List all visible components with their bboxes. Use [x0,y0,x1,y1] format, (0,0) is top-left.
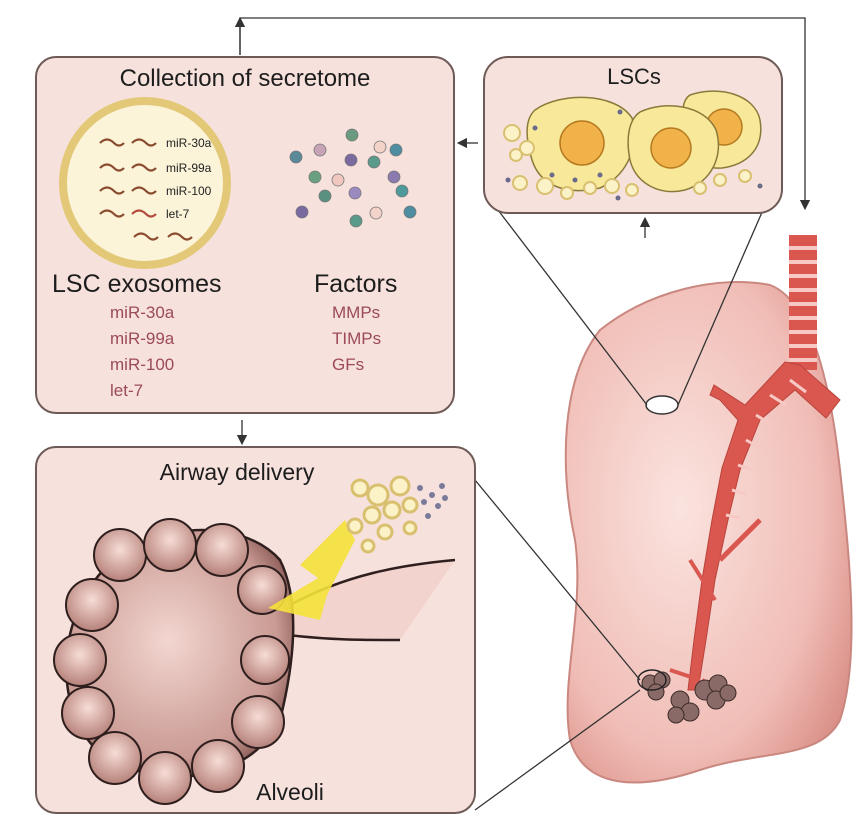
alveoli [53,518,456,805]
mirna-list-item: miR-100 [110,355,174,374]
factor-spray [417,483,448,519]
secreted-particles [505,109,763,201]
zoom-lines [474,209,764,811]
factor-list-item: GFs [332,355,364,374]
stem-cells [526,90,762,193]
factors-heading: Factors [314,270,397,298]
mirna-list-item: miR-99a [110,329,175,348]
lung-zoom-region [645,395,679,415]
vesicle-mirna-label: let-7 [166,207,190,221]
exosome-vesicle: miR-30a miR-99a miR-100 let-7 [59,97,231,269]
mirna-strands [99,138,193,241]
delivery-arrow [268,520,355,620]
alveoli-label: Alveoli [256,779,324,805]
delivery-box: Airway delivery Alveoli [35,446,476,814]
exosomes-heading: LSC exosomes [52,270,222,298]
bronchus-rings [725,378,807,520]
delivery-title: Airway delivery [160,459,315,485]
lung-shape [564,281,853,784]
mirna-list-item: miR-30a [110,303,175,322]
vesicle-mirna-label: miR-100 [166,184,212,198]
vesicle-mirna-label: miR-99a [166,161,212,175]
factor-list-item: MMPs [332,303,380,322]
mirna-list-item: let-7 [110,381,143,400]
factor-particles [289,128,417,228]
vesicle-mirna-label: miR-30a [166,136,212,150]
lsc-title: LSCs [607,64,661,89]
lung [564,235,853,784]
exosome-spray [346,475,419,554]
alveoli-zoom-region [637,669,667,691]
factor-list-item: TIMPs [332,329,381,348]
secretome-title: Collection of secretome [120,65,371,92]
secretome-box: Collection of secretome miR-30a miR-99a … [35,56,455,414]
flow-arrows [234,16,811,446]
alveolar-sacs [53,518,290,805]
lsc-box: LSCs [483,56,783,214]
secreted-vesicles [503,124,752,200]
bronchus [687,361,841,691]
trachea [789,235,817,370]
